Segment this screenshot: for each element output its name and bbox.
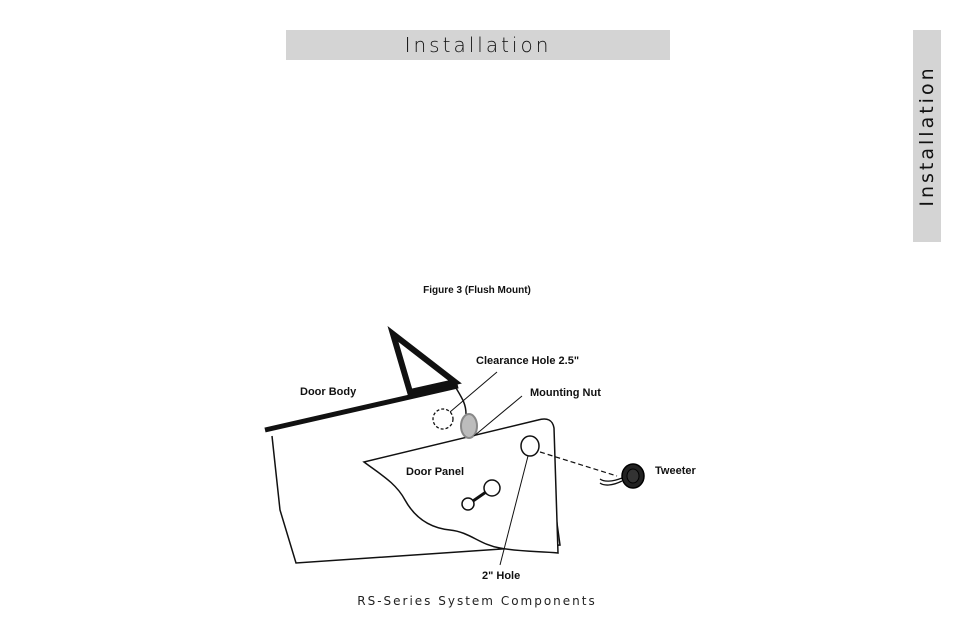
- door-top-edge: [264, 383, 459, 433]
- door-handle-knob: [461, 497, 475, 511]
- label-clearance-hole: Clearance Hole 2.5": [476, 355, 579, 367]
- label-door-body: Door Body: [300, 386, 357, 398]
- door-body-outline: [271, 435, 561, 564]
- label-mounting-nut: Mounting Nut: [530, 387, 601, 399]
- two-inch-hole: [520, 435, 540, 457]
- two-inch-hole-leader: [499, 455, 529, 566]
- tweeter-wire-2: [599, 480, 623, 486]
- tweeter-dome: [626, 468, 640, 484]
- tweeter-guide-line: [539, 451, 618, 477]
- side-section-tab: Installation: [913, 30, 941, 242]
- label-two-inch-hole: 2" Hole: [482, 570, 520, 582]
- door-body-edge: [455, 387, 467, 415]
- door-handle-pivot: [483, 479, 501, 497]
- clearance-hole-leader: [449, 371, 498, 413]
- mounting-nut-leader: [473, 395, 523, 437]
- mounting-nut: [460, 413, 478, 439]
- tweeter-wire: [599, 477, 623, 482]
- figure-caption: Figure 3 (Flush Mount): [423, 285, 531, 296]
- label-tweeter: Tweeter: [655, 465, 696, 477]
- window-frame: [387, 325, 462, 396]
- section-header-bar: Installation: [286, 30, 670, 60]
- door-panel-outline: [362, 418, 559, 554]
- section-title: Installation: [404, 33, 552, 57]
- door-handle-bar: [472, 490, 487, 503]
- label-door-panel: Door Panel: [406, 466, 464, 478]
- clearance-hole: [432, 408, 454, 430]
- page-footer: RS-Series System Components: [357, 594, 597, 608]
